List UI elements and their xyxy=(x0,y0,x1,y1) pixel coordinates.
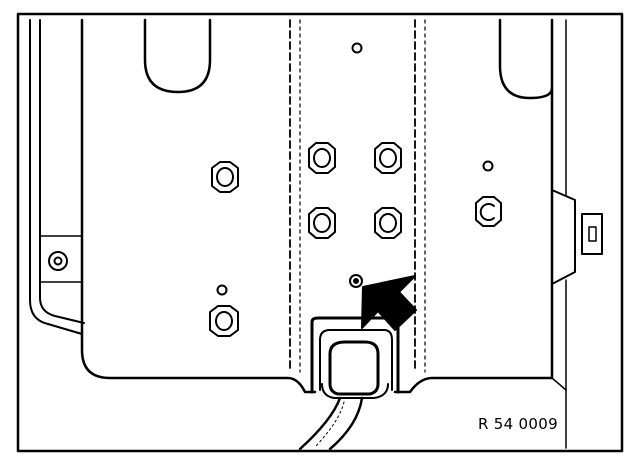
left-bracket xyxy=(29,19,85,335)
center-bolt-3 xyxy=(308,207,336,239)
figure-reference-code: R 54 0009 xyxy=(478,415,558,433)
center-rail xyxy=(289,19,426,373)
left-bolt-lower xyxy=(209,305,239,337)
right-bolt xyxy=(475,196,502,227)
cable-connector xyxy=(310,316,400,399)
outer-frame xyxy=(16,12,624,453)
right-small-hole xyxy=(482,160,494,172)
left-bolt xyxy=(48,251,68,271)
right-clip-tab xyxy=(581,213,603,255)
mounting-plate xyxy=(80,18,554,394)
cable xyxy=(298,396,364,451)
right-frame xyxy=(551,19,576,449)
left-bolt-upper xyxy=(211,161,239,193)
top-left-slot xyxy=(143,18,212,94)
left-small-hole xyxy=(216,284,228,296)
center-bolt-2 xyxy=(374,142,402,174)
center-bolt-4 xyxy=(374,207,402,239)
callout-arrow xyxy=(361,275,417,331)
top-right-slot xyxy=(498,18,554,100)
target-screw xyxy=(349,274,363,288)
center-bolt-1 xyxy=(308,142,336,174)
